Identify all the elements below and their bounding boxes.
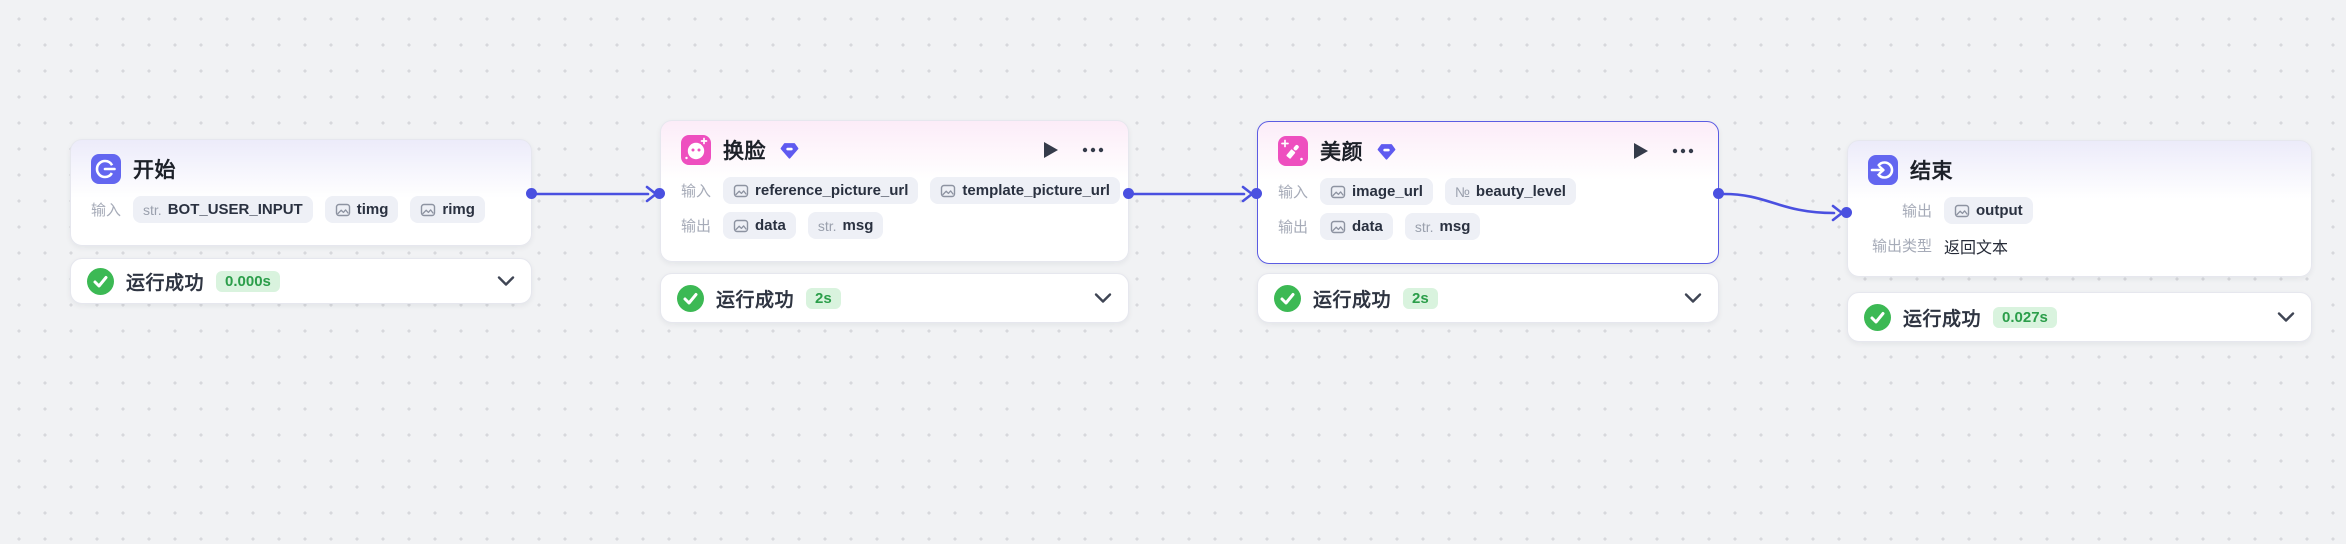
variable-tag[interactable]: output — [1944, 197, 2033, 224]
io-row: 输出 output — [1868, 197, 2291, 224]
image-type-icon — [420, 202, 436, 218]
run-status-bar-beauty[interactable]: 运行成功 2s — [1257, 273, 1719, 323]
run-node-button[interactable] — [1626, 136, 1656, 166]
image-type-icon — [1954, 203, 1970, 219]
image-type-icon — [1330, 184, 1346, 200]
io-row: 输出 data str. msg — [681, 212, 1108, 239]
io-row: 输入 str. BOT_USER_INPUT timg rimg — [91, 196, 511, 223]
node-start[interactable]: 开始 输入 str. BOT_USER_INPUT timg rimg — [70, 139, 532, 246]
row-label: 输出 — [681, 218, 712, 235]
row-label: 输出 — [1901, 203, 1932, 220]
input-port-face-swap[interactable] — [654, 188, 665, 199]
image-type-icon — [733, 218, 749, 234]
node-header: 结束 — [1868, 153, 2291, 187]
status-text: 运行成功 — [716, 289, 795, 311]
variable-tag[interactable]: № beauty_level — [1444, 178, 1576, 205]
chevron-down-icon[interactable] — [1684, 292, 1702, 304]
string-type-label: str. — [1414, 218, 1434, 235]
node-end[interactable]: 结束 输出 output 输出类型 返回文本 — [1847, 140, 2312, 277]
row-label: 输入 — [1278, 184, 1309, 201]
node-face-swap[interactable]: 换脸 输入 reference_picture_url template_pic… — [660, 120, 1129, 262]
node-title: 开始 — [133, 159, 176, 182]
node-header: 美颜 — [1278, 134, 1698, 168]
input-port-end[interactable] — [1841, 207, 1852, 218]
beauty-icon — [1278, 136, 1308, 166]
success-check-icon — [1274, 284, 1301, 312]
variable-tag[interactable]: str. msg — [807, 212, 884, 239]
node-title: 结束 — [1910, 160, 1953, 183]
gem-badge-icon — [1377, 142, 1396, 161]
variable-tag[interactable]: str. msg — [1404, 213, 1481, 240]
row-label: 输入 — [91, 202, 122, 219]
success-check-icon — [87, 267, 114, 295]
node-title: 美颜 — [1320, 141, 1363, 164]
chevron-down-icon[interactable] — [1094, 292, 1112, 304]
gem-badge-icon — [780, 141, 799, 160]
more-options-icon[interactable] — [1078, 135, 1108, 165]
output-port-start[interactable] — [526, 188, 537, 199]
duration-badge: 0.027s — [1993, 306, 2057, 328]
edge-beauty-to-end — [1722, 192, 1836, 215]
string-type-label: str. — [817, 217, 837, 234]
image-type-icon — [733, 183, 749, 199]
variable-tag[interactable]: timg — [324, 196, 399, 223]
run-node-button[interactable] — [1036, 135, 1066, 165]
row-label: 输出 — [1278, 219, 1309, 236]
io-row: 输入 reference_picture_url template_pictur… — [681, 177, 1120, 204]
io-row: 输出 data str. msg — [1278, 213, 1698, 240]
duration-badge: 0.000s — [216, 270, 280, 292]
node-title: 换脸 — [723, 140, 766, 163]
row-label: 输入 — [681, 183, 712, 200]
variable-tag[interactable]: template_picture_url — [930, 177, 1120, 204]
success-check-icon — [677, 284, 704, 312]
string-type-label: str. — [143, 201, 162, 218]
node-header: 开始 — [91, 152, 511, 186]
image-type-icon — [1330, 219, 1346, 235]
face-swap-icon — [681, 135, 711, 165]
chevron-down-icon[interactable] — [2277, 311, 2295, 323]
status-text: 运行成功 — [1903, 308, 1982, 330]
variable-tag[interactable]: rimg — [410, 196, 485, 223]
image-type-icon — [335, 202, 351, 218]
duration-badge: 2s — [806, 287, 841, 309]
more-options-icon[interactable] — [1668, 136, 1698, 166]
io-row: 输出类型 返回文本 — [1868, 232, 2291, 259]
node-beauty[interactable]: 美颜 输入 image_url № beauty_level 输出 data s… — [1257, 121, 1719, 264]
variable-tag[interactable]: str. BOT_USER_INPUT — [133, 196, 313, 223]
duration-badge: 2s — [1403, 287, 1438, 309]
output-type-value: 返回文本 — [1944, 239, 2009, 257]
variable-tag[interactable]: data — [1320, 213, 1393, 240]
variable-tag[interactable]: reference_picture_url — [723, 177, 919, 204]
run-status-bar-face-swap[interactable]: 运行成功 2s — [660, 273, 1129, 323]
status-text: 运行成功 — [1313, 289, 1392, 311]
variable-tag[interactable]: data — [723, 212, 796, 239]
row-label: 输出类型 — [1871, 238, 1932, 255]
input-port-beauty[interactable] — [1251, 188, 1262, 199]
end-icon — [1868, 155, 1898, 185]
variable-tag[interactable]: image_url — [1320, 178, 1433, 205]
number-type-label: № — [1454, 183, 1470, 200]
io-row: 输入 image_url № beauty_level — [1278, 178, 1698, 205]
node-header: 换脸 — [681, 133, 1108, 167]
run-status-bar-start[interactable]: 运行成功 0.000s — [70, 258, 532, 304]
success-check-icon — [1864, 303, 1891, 331]
output-port-beauty[interactable] — [1713, 188, 1724, 199]
run-status-bar-end[interactable]: 运行成功 0.027s — [1847, 292, 2312, 342]
chevron-down-icon[interactable] — [497, 275, 515, 287]
start-icon — [91, 154, 121, 184]
image-type-icon — [940, 183, 956, 199]
status-text: 运行成功 — [126, 272, 205, 294]
output-port-face-swap[interactable] — [1123, 188, 1134, 199]
